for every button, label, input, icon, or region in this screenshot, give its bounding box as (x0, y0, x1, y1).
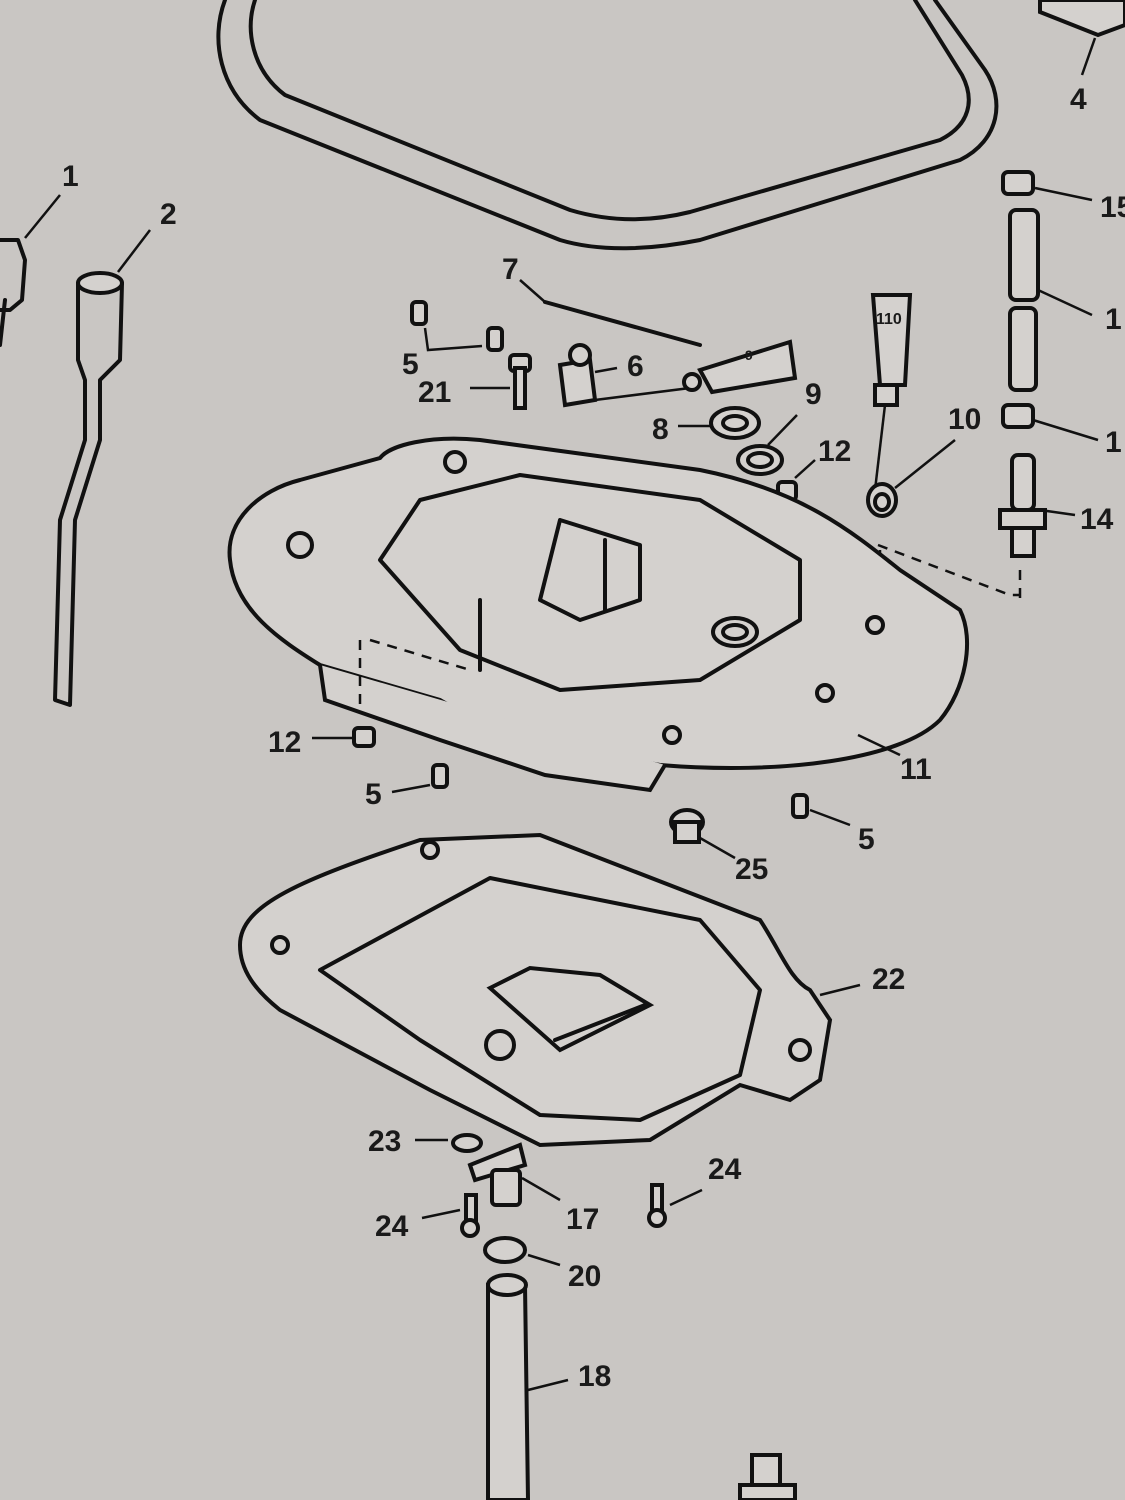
part-bottom-fitting (738, 1453, 797, 1500)
part-24-bolt-left (421, 1193, 480, 1238)
part-5-dowel-right (791, 793, 851, 827)
part-10-grommet (866, 439, 956, 518)
part-9-tube (682, 339, 798, 395)
callout-part-24-left: 24 (375, 1210, 409, 1243)
tube-110-marking: 110 (876, 311, 902, 328)
part-2-dipstick (53, 229, 151, 707)
part-13-cap-lower (1001, 403, 1099, 442)
part-4-bracket (1038, 0, 1125, 76)
part-21-bolt (470, 353, 532, 410)
callout-part-12-bottom: 12 (268, 726, 302, 759)
callout-part-15: 15 (1100, 191, 1125, 224)
callout-part-7: 7 (502, 253, 519, 286)
callout-part-22: 22 (872, 963, 906, 996)
callout-part-21: 21 (418, 376, 452, 409)
part-12-plug-bottom (312, 726, 376, 748)
callout-part-23: 23 (368, 1125, 402, 1158)
part-14-fitting (998, 453, 1076, 558)
cowl-seal-part (216, 0, 999, 251)
callout-part-14: 14 (1080, 503, 1114, 536)
part-5-dowel-left (391, 763, 449, 794)
callout-part-20: 20 (568, 1260, 602, 1293)
callout-part-5-top: 5 (402, 348, 419, 381)
part-6-fitting (557, 343, 691, 408)
part-23-oring (415, 1133, 483, 1153)
part-110-tube (870, 293, 913, 491)
part-11-adapter-plate (227, 436, 970, 793)
part-8-washer (678, 406, 761, 440)
callout-part-11: 11 (900, 753, 932, 786)
part-7-wire (543, 300, 702, 347)
part-13-tube-upper (1008, 208, 1093, 317)
callout-part-13-lower: 1 (1105, 426, 1122, 459)
part-13-tube-lower (1008, 306, 1038, 392)
callout-part-18: 18 (578, 1360, 612, 1393)
callout-part-5-right: 5 (858, 823, 875, 856)
callout-part-17: 17 (566, 1203, 600, 1236)
callout-part-8: 8 (652, 413, 669, 446)
callout-part-10: 10 (948, 403, 982, 436)
part-20-seal (483, 1236, 561, 1267)
callout-part-9: 9 (805, 378, 822, 411)
callout-part-25: 25 (735, 853, 769, 886)
callout-part-24-right: 24 (708, 1153, 742, 1186)
part-17-strainer (467, 1142, 561, 1207)
assembly-guide-left (358, 638, 471, 710)
callout-part-1: 1 (62, 160, 79, 193)
tube-9-marking: 9 (745, 347, 753, 363)
callout-part-5-left: 5 (365, 778, 382, 811)
assembly-guide-right (877, 543, 1022, 605)
part-5-dowels-top (410, 300, 504, 352)
callout-part-2: 2 (160, 198, 177, 231)
part-15-cap (1001, 170, 1093, 202)
part-24-bolt-right (647, 1183, 703, 1228)
callout-part-6: 6 (627, 350, 644, 383)
callout-part-12-top: 12 (818, 435, 852, 468)
part-9-seal (736, 414, 798, 476)
part-22-gasket (237, 832, 861, 1148)
callout-part-13-upper: 1 (1105, 303, 1122, 336)
part-18-pickup-tube (486, 1273, 569, 1500)
part-25-drain-plug (669, 808, 736, 860)
callout-part-4: 4 (1070, 83, 1087, 116)
part-1-sensor (0, 194, 61, 347)
